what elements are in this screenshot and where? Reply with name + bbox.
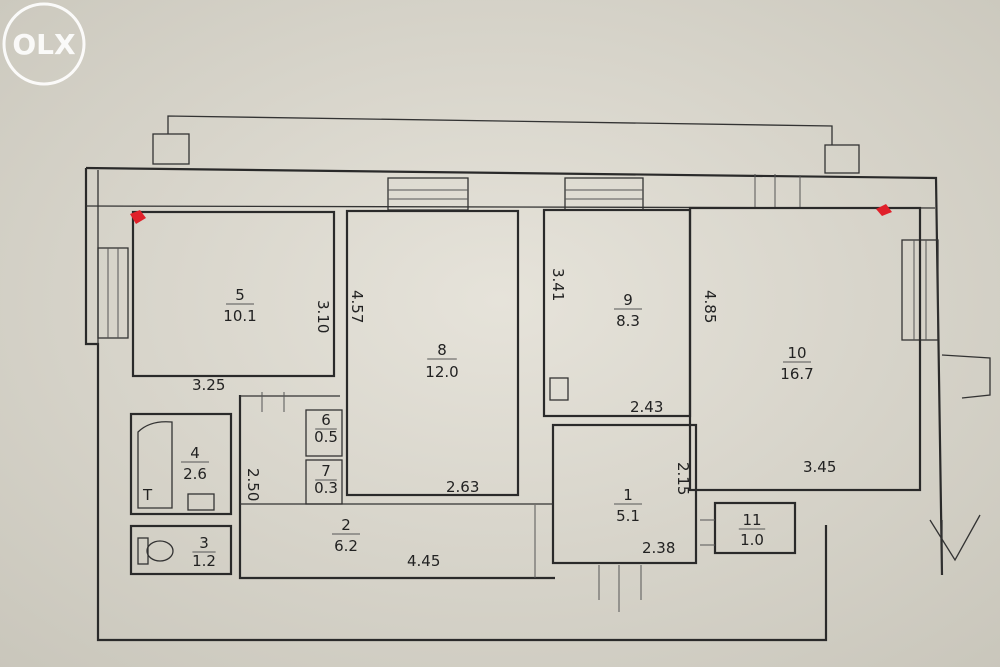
- room-1-outline: [551, 423, 698, 565]
- room-5-outline: [131, 210, 336, 378]
- corner-mark: [130, 210, 146, 224]
- dim-room5-height: 3.10: [314, 300, 332, 333]
- room-9-area: 8.3: [616, 312, 640, 330]
- olx-logo-text: OLX: [12, 28, 76, 61]
- dim-room10-width: 3.45: [803, 458, 836, 476]
- dim-room1-height: 2.15: [674, 462, 692, 495]
- room-3-area: 1.2: [192, 552, 216, 570]
- room-labels: 510.1812.098.31016.742.631.260.570.326.2…: [181, 286, 814, 570]
- dim-room9-width: 2.43: [630, 398, 663, 416]
- bathtub-icon: Т: [137, 421, 173, 509]
- room-2-number: 2: [341, 516, 351, 534]
- room-6-area: 0.5: [314, 428, 338, 446]
- balcony: [929, 354, 991, 575]
- dim-room9-height: 3.41: [549, 268, 567, 301]
- room-5-area: 10.1: [223, 307, 256, 325]
- sink-icon: [187, 493, 215, 511]
- room-11-number: 11: [742, 511, 761, 529]
- room-11-outline: [713, 501, 797, 555]
- toilet-icon: [137, 537, 174, 565]
- fixture-mark: Т: [142, 486, 153, 504]
- dim-room8-width: 2.63: [446, 478, 479, 496]
- dim-room8-height: 4.57: [348, 290, 366, 323]
- room-3-number: 3: [199, 534, 209, 552]
- room-5-number: 5: [235, 286, 245, 304]
- corner-mark: [876, 204, 892, 216]
- room-6-number: 6: [321, 411, 331, 429]
- dim-corridor-height: 2.50: [244, 468, 262, 501]
- room-10-area: 16.7: [780, 365, 813, 383]
- room-9-number: 9: [623, 291, 633, 309]
- room-11-area: 1.0: [740, 531, 764, 549]
- windows: [97, 174, 939, 341]
- room-8-area: 12.0: [425, 363, 458, 381]
- dim-room1-width: 2.38: [642, 539, 675, 557]
- dim-room5-width: 3.25: [192, 376, 225, 394]
- room-2-area: 6.2: [334, 537, 358, 555]
- dim-room10-height: 4.85: [701, 290, 719, 323]
- room-3-outline: [129, 524, 233, 576]
- corridor-walls: [238, 392, 715, 612]
- room-4-number: 4: [190, 444, 200, 462]
- room-4-area: 2.6: [183, 465, 207, 483]
- room-1-number: 1: [623, 486, 633, 504]
- stove-icon: [549, 377, 569, 401]
- olx-logo: OLX: [2, 2, 86, 86]
- room-7-number: 7: [321, 462, 331, 480]
- room-4-outline: [129, 412, 233, 516]
- dim-corridor-width: 4.45: [407, 552, 440, 570]
- room-8-number: 8: [437, 341, 447, 359]
- room-1-area: 5.1: [616, 507, 640, 525]
- room-10-number: 10: [787, 344, 806, 362]
- room-7-area: 0.3: [314, 479, 338, 497]
- room-10-outline: [688, 206, 922, 492]
- room-6-outline: [305, 409, 343, 457]
- roof-duct-structure: [152, 115, 860, 174]
- room-8-outline: [345, 209, 520, 497]
